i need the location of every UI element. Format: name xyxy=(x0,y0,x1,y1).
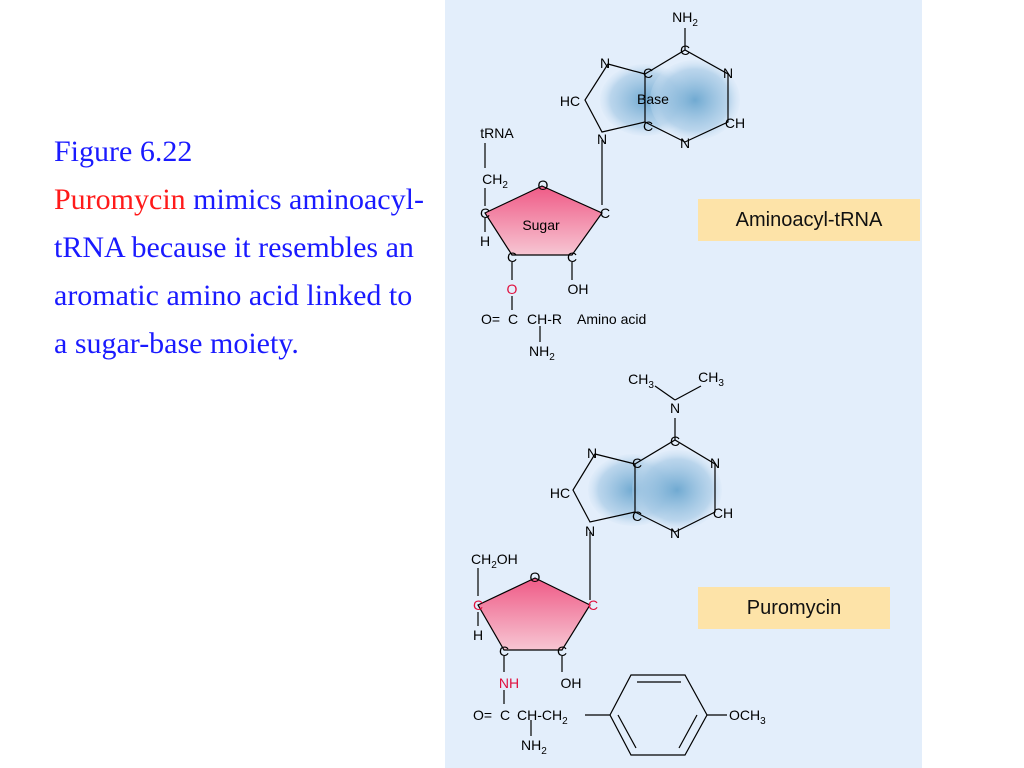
atom-nh-amide: NH xyxy=(499,675,519,691)
atom-hc-bottom: HC xyxy=(550,485,570,501)
atom-c-right-bottom: C xyxy=(588,597,598,613)
aminoacyl-trna-tag: Aminoacyl-tRNA xyxy=(698,199,920,241)
atom-ch-right: CH xyxy=(725,115,745,131)
atom-h: H xyxy=(480,233,490,249)
structure-panel: NH2 C N CH N C C N HC N Base tRNA CH2 O … xyxy=(445,0,922,768)
amino-acid-label: Amino acid xyxy=(577,311,646,327)
atom-nh2-top: NH2 xyxy=(672,9,698,29)
benzene-ring xyxy=(609,674,708,756)
atom-n-dimethyl: N xyxy=(670,400,680,416)
atom-c-left-bottom: C xyxy=(473,597,483,613)
sugar-ring-top xyxy=(484,185,603,256)
atom-hc: HC xyxy=(560,93,580,109)
sugar-ring-bottom xyxy=(477,577,591,651)
atom-c-lower-left-bottom: C xyxy=(499,643,509,659)
atom-ch2: CH2 xyxy=(482,171,508,191)
atom-n-bottom: N xyxy=(680,135,690,151)
base-label: Base xyxy=(637,91,669,107)
atom-n-five-lower-bottom: N xyxy=(585,523,595,539)
atom-c-left: C xyxy=(480,205,490,221)
atom-ch-r: CH-R xyxy=(527,311,562,327)
base-ring-five xyxy=(584,63,646,133)
bond-n-ch3-right xyxy=(674,385,702,401)
caption-highlight: Puromycin xyxy=(54,183,186,216)
caption-text: mimics aminoacyl-tRNA because it resembl… xyxy=(54,183,424,360)
atom-o-eq-bottom: O= xyxy=(473,707,492,723)
atom-ch3-left: CH3 xyxy=(628,371,654,391)
atom-ch3-right: CH3 xyxy=(698,369,724,389)
atom-o-eq: O= xyxy=(481,311,500,327)
atom-ch-right-bottom: CH xyxy=(713,505,733,521)
atom-och3: OCH3 xyxy=(729,707,766,727)
atom-ch-ch2: CH-CH2 xyxy=(517,707,568,727)
atom-oh: OH xyxy=(568,281,589,297)
atom-n-right-bottom: N xyxy=(710,455,720,471)
atom-c-carbonyl: C xyxy=(508,311,518,327)
structures-svg: NH2 C N CH N C C N HC N Base tRNA CH2 O … xyxy=(471,9,766,757)
atom-c-lower-right-bottom: C xyxy=(557,643,567,659)
atom-c-bridge-lower-bottom: C xyxy=(632,508,642,524)
atom-trna: tRNA xyxy=(480,125,514,141)
atom-oh-bottom: OH xyxy=(561,675,582,691)
sugar-label: Sugar xyxy=(522,217,560,233)
aminoacyl-trna-structure: NH2 C N CH N C C N HC N Base tRNA CH2 O … xyxy=(480,9,745,363)
figure-number: Figure 6.22 xyxy=(54,135,193,168)
puromycin-tag: Puromycin xyxy=(698,587,890,629)
atom-c-bridge-upper: C xyxy=(643,65,653,81)
atom-ch2oh: CH2OH xyxy=(471,551,518,571)
atom-c-bridge-lower: C xyxy=(643,118,653,134)
base-glow-right-bottom xyxy=(632,450,722,530)
atom-o-ester: O xyxy=(507,281,518,297)
atom-n-right: N xyxy=(723,65,733,81)
atom-c-lower-right: C xyxy=(567,249,577,265)
atom-c-bridge-upper-bottom: C xyxy=(632,455,642,471)
atom-n-bottom-bottom: N xyxy=(670,525,680,541)
benzene-double-2 xyxy=(678,714,698,749)
base-ring-five-bottom xyxy=(572,453,636,523)
atom-nh2-amino: NH2 xyxy=(529,343,555,363)
figure-caption: Figure 6.22 Puromycin mimics aminoacyl-t… xyxy=(54,128,424,368)
atom-nh2-bottom: NH2 xyxy=(521,737,547,757)
atom-c-top-bottom: C xyxy=(670,433,680,449)
atom-n-five-upper: N xyxy=(600,55,610,71)
atom-c-top: C xyxy=(680,42,690,58)
atom-o-ring: O xyxy=(538,177,549,193)
base-glow-right xyxy=(650,60,740,140)
puromycin-structure: CH3 CH3 N C N CH N C C N HC N CH2OH O C … xyxy=(471,369,766,757)
atom-o-ring-bottom: O xyxy=(530,569,541,585)
caption-body: Puromycin mimics aminoacyl-tRNA because … xyxy=(54,176,424,368)
benzene-double-3 xyxy=(617,714,637,749)
atom-n-five-upper-bottom: N xyxy=(587,445,597,461)
bond-n-ch3-left xyxy=(654,385,676,401)
atom-n-five-lower: N xyxy=(597,131,607,147)
atom-h-bottom: H xyxy=(473,627,483,643)
atom-c-right: C xyxy=(600,205,610,221)
atom-c-carbonyl-bottom: C xyxy=(500,707,510,723)
atom-c-lower-left: C xyxy=(507,249,517,265)
